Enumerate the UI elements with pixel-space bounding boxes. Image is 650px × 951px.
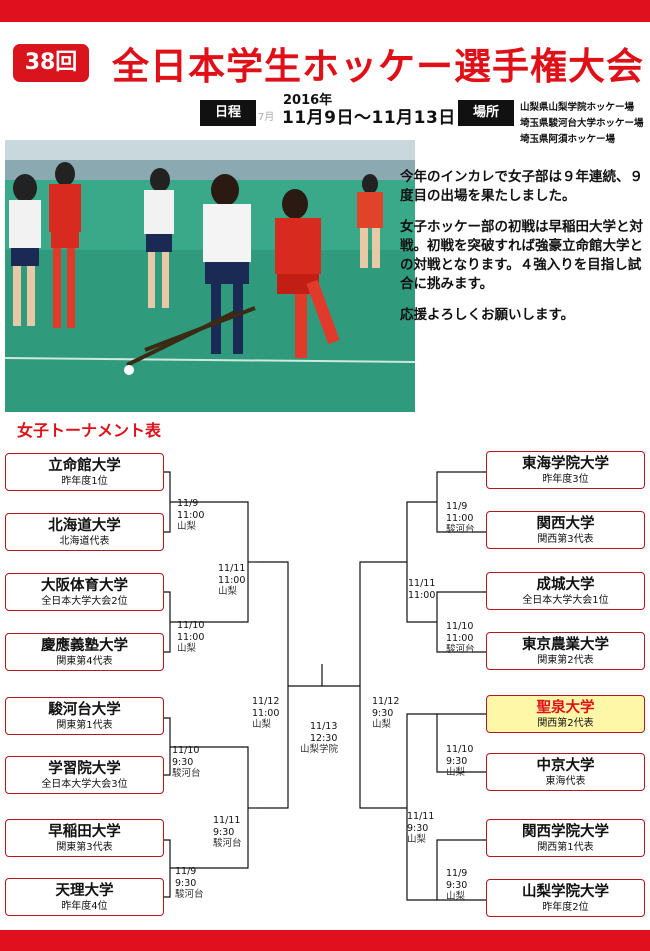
year-text: 2016年 [283,93,333,108]
team-yamanashi-gakuin: 山梨学院大学 昨年度2位 [486,879,645,917]
team-note: 関東第1代表 [56,720,113,731]
team-name: 天理大学 [55,883,114,899]
bottom-red-bar [0,930,650,951]
team-name: 中京大学 [536,758,595,774]
venue-3: 埼玉県阿須ホッケー場 [520,134,616,145]
team-waseda: 早稲田大学 関東第3代表 [5,819,164,857]
intro-paragraph-1: 今年のインカレで女子部は９年連続、９度目の出場を果たしました。 [400,169,643,204]
team-tokyo-nogyo: 東京農業大学 関東第2代表 [486,632,645,670]
team-seisen-highlighted: 聖泉大学 関西第2代表 [486,695,645,733]
team-name: 学習院大学 [48,761,121,777]
team-note: 昨年度1位 [61,476,108,487]
team-note: 昨年度4位 [61,901,108,912]
faint-text: 7月 [258,112,275,123]
edition-badge: 38回 [13,44,89,82]
team-note: 関東第2代表 [537,655,594,666]
team-surugadai: 駿河台大学 関東第1代表 [5,697,164,735]
team-name: 関西大学 [536,516,595,532]
top-red-bar [0,0,650,22]
team-note: 東海代表 [545,776,586,787]
team-name: 早稲田大学 [48,824,121,840]
team-note: 全日本大学大会1位 [522,595,609,606]
team-chukyo: 中京大学 東海代表 [486,753,645,791]
team-hokkaido: 北海道大学 北海道代表 [5,513,164,551]
team-kwansei: 関西学院大学 関西第1代表 [486,819,645,857]
team-note: 関西第1代表 [537,842,594,853]
venue-label: 場所 [458,100,514,126]
team-name: 関西学院大学 [522,824,609,840]
intro-text: 今年のインカレで女子部は９年連続、９度目の出場を果たしました。 女子ホッケー部の… [400,168,645,337]
team-note: 関西第3代表 [537,534,594,545]
team-note: 関西第2代表 [537,718,594,729]
team-note: 関東第3代表 [56,842,113,853]
team-ritsumeikan: 立命館大学 昨年度1位 [5,453,164,491]
team-name: 成城大学 [536,577,595,593]
team-tenri: 天理大学 昨年度4位 [5,878,164,916]
hockey-match-photo [5,140,415,412]
team-seijo: 成城大学 全日本大学大会1位 [486,572,645,610]
team-note: 昨年度3位 [542,474,589,485]
team-note: 全日本大学大会2位 [41,596,128,607]
event-dates: 11月9日～11月13日 [282,108,456,128]
team-note: 昨年度2位 [542,902,589,913]
team-name: 東海学院大学 [522,456,609,472]
page-title: 全日本学生ホッケー選手権大会 [112,45,644,88]
team-name: 東京農業大学 [522,637,609,653]
date-label: 日程 [200,100,256,126]
bracket-title: 女子トーナメント表 [17,421,162,440]
team-name: 駿河台大学 [48,702,121,718]
intro-paragraph-2: 女子ホッケー部の初戦は早稲田大学と対戦。初戦を突破すれば強豪立命館大学との対戦と… [400,219,643,292]
team-osaka-taiiku: 大阪体育大学 全日本大学大会2位 [5,573,164,611]
team-keio: 慶應義塾大学 関東第4代表 [5,633,164,671]
team-tokai-gakuin: 東海学院大学 昨年度3位 [486,451,645,489]
team-name: 聖泉大学 [536,700,595,716]
team-name: 大阪体育大学 [41,578,128,594]
team-name: 慶應義塾大学 [41,638,128,654]
team-name: 山梨学院大学 [522,884,609,900]
team-kansai: 関西大学 関西第3代表 [486,511,645,549]
venue-1: 山梨県山梨学院ホッケー場 [520,102,635,113]
team-name: 北海道大学 [48,518,121,534]
team-gakushuin: 学習院大学 全日本大学大会3位 [5,756,164,794]
team-name: 立命館大学 [48,458,121,474]
team-note: 全日本大学大会3位 [41,779,128,790]
team-note: 関東第4代表 [56,656,113,667]
venue-2: 埼玉県駿河台大学ホッケー場 [520,118,644,129]
intro-paragraph-3: 応援よろしくお願いします。 [400,307,575,323]
team-note: 北海道代表 [59,536,110,547]
